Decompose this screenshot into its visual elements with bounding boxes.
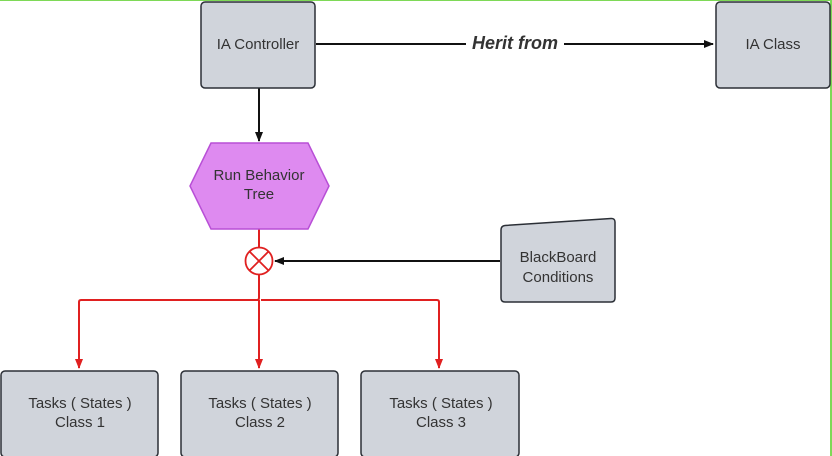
selector-node[interactable] <box>244 246 274 276</box>
task1-label-line2: Class 1 <box>55 414 105 431</box>
blackboard-label-line2: Conditions <box>523 269 594 286</box>
task2-label-line2: Class 2 <box>235 414 285 431</box>
ia-class-label: IA Class <box>745 36 800 53</box>
task1-label-line1: Tasks ( States ) <box>28 395 131 412</box>
task3-node[interactable]: Tasks ( States ) Class 3 <box>360 370 520 456</box>
ia-controller-node[interactable]: IA Controller <box>200 1 316 89</box>
task2-label-line1: Tasks ( States ) <box>208 395 311 412</box>
behavior-tree-label-line1: Run Behavior <box>214 167 305 184</box>
blackboard-label-line1: BlackBoard <box>520 249 597 266</box>
task2-node[interactable]: Tasks ( States ) Class 2 <box>180 370 339 456</box>
task3-label-line2: Class 3 <box>416 414 466 431</box>
task1-node[interactable]: Tasks ( States ) Class 1 <box>0 370 159 456</box>
behavior-tree-label-line2: Tree <box>244 186 274 203</box>
inherit-edge-label: Herit from <box>472 33 558 53</box>
ia-controller-label: IA Controller <box>217 36 300 53</box>
task3-label-line1: Tasks ( States ) <box>389 395 492 412</box>
behavior-tree-node[interactable]: Run Behavior Tree <box>189 142 330 230</box>
ia-class-node[interactable]: IA Class <box>715 1 831 89</box>
blackboard-node[interactable]: BlackBoard Conditions <box>500 217 616 303</box>
